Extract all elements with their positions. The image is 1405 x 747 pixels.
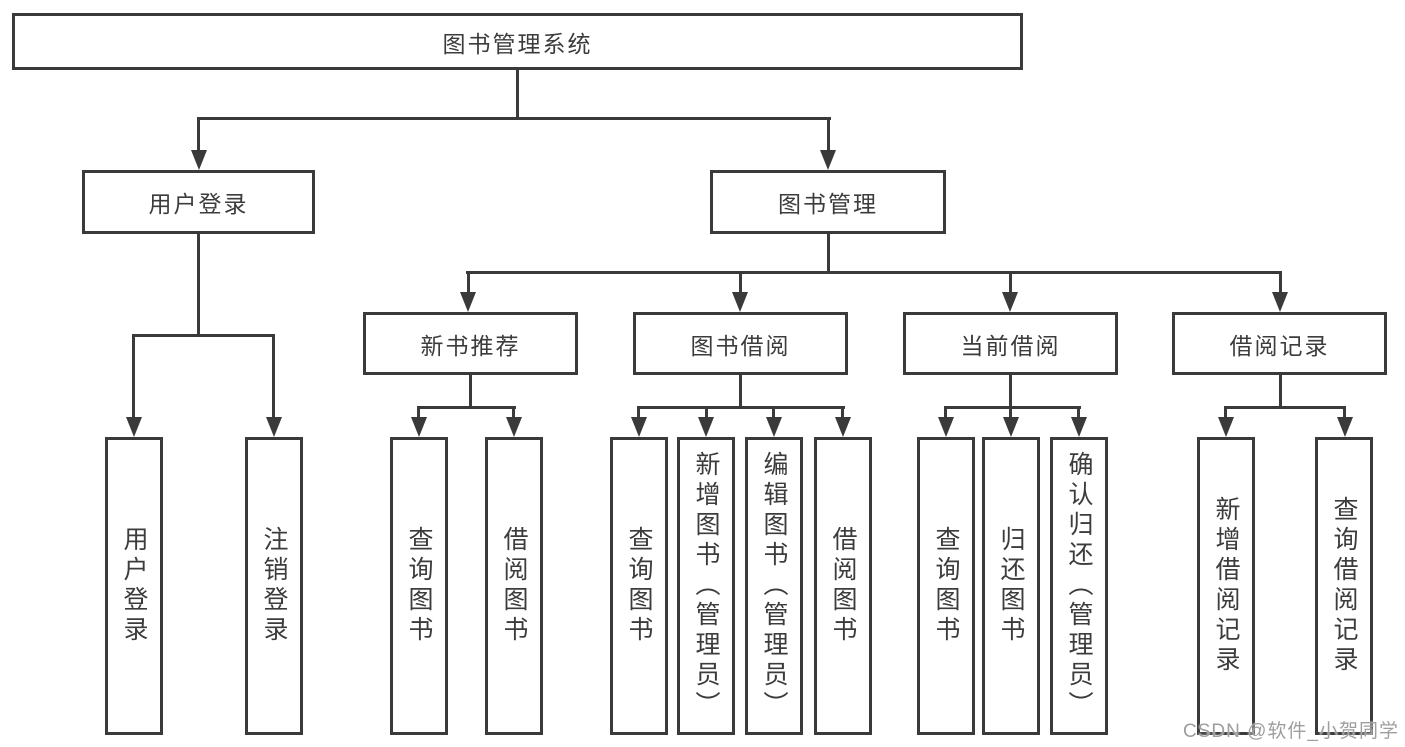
connector-current-borrowing-stem	[1009, 373, 1012, 408]
arrow-down-icon	[411, 417, 427, 437]
connector-drop	[1224, 406, 1227, 419]
connector-book-management-splitter	[466, 271, 1282, 274]
connector-current-borrowing-splitter	[944, 406, 1081, 409]
connector-new-book-stem	[469, 373, 472, 408]
connector-drop-borrowing-records	[1279, 271, 1282, 294]
connector-book-borrowing-splitter	[637, 406, 845, 409]
node-new-book-recommendation: 新书推荐	[363, 312, 578, 375]
leaf-query-borrow-record: 查询借阅记录	[1315, 437, 1373, 735]
arrow-down-icon	[1272, 292, 1288, 312]
node-current-borrowing: 当前借阅	[903, 312, 1118, 375]
connector-drop-current-borrowing	[1009, 271, 1012, 294]
connector-drop	[705, 406, 708, 419]
node-borrowing-records: 借阅记录	[1172, 312, 1387, 375]
connector-book-borrowing-stem	[739, 373, 742, 408]
arrow-down-icon	[1002, 292, 1018, 312]
csdn-watermark: CSDN @软件_小贺同学	[1183, 721, 1399, 742]
connector-new-book-splitter	[417, 406, 516, 409]
connector-drop-user-login	[197, 117, 200, 152]
connector-drop	[417, 406, 420, 419]
connector-book-management-stem	[827, 232, 830, 273]
arrow-down-icon	[766, 417, 782, 437]
connector-drop-new-book	[467, 271, 470, 294]
connector-borrowing-records-splitter	[1224, 406, 1346, 409]
connector-drop-leaf-logout	[272, 334, 275, 419]
leaf-add-books-admin: 新增图书（管理员）	[677, 437, 735, 735]
arrow-down-icon	[266, 417, 282, 437]
leaf-user-login: 用户登录	[105, 437, 163, 735]
connector-drop-book-borrowing	[739, 271, 742, 294]
leaf-add-borrow-record: 新增借阅记录	[1197, 437, 1255, 735]
connector-drop	[772, 406, 775, 419]
connector-drop-book-management	[827, 117, 830, 152]
arrow-down-icon	[460, 292, 476, 312]
arrow-down-icon	[835, 417, 851, 437]
arrow-down-icon	[938, 417, 954, 437]
leaf-confirm-return-admin: 确认归还（管理员）	[1050, 437, 1108, 735]
connector-user-login-splitter	[132, 334, 275, 337]
arrow-down-icon	[506, 417, 522, 437]
leaf-return-books: 归还图书	[982, 437, 1040, 735]
node-book-borrowing: 图书借阅	[633, 312, 848, 375]
connector-drop	[841, 406, 844, 419]
node-library-management-system: 图书管理系统	[12, 13, 1023, 70]
connector-drop	[1009, 406, 1012, 419]
connector-user-login-stem	[197, 232, 200, 335]
connector-drop	[637, 406, 640, 419]
connector-drop	[512, 406, 515, 419]
arrow-down-icon	[126, 417, 142, 437]
connector-drop	[1343, 406, 1346, 419]
connector-drop	[944, 406, 947, 419]
arrow-down-icon	[1337, 417, 1353, 437]
connector-root-splitter	[197, 117, 831, 120]
leaf-edit-books-admin: 编辑图书（管理员）	[745, 437, 803, 735]
arrow-down-icon	[698, 417, 714, 437]
leaf-borrow-books: 借阅图书	[814, 437, 872, 735]
leaf-query-books-recommend: 查询图书	[390, 437, 448, 735]
arrow-down-icon	[1071, 417, 1087, 437]
arrow-down-icon	[1003, 417, 1019, 437]
leaf-logout: 注销登录	[245, 437, 303, 735]
leaf-borrow-books-recommend: 借阅图书	[485, 437, 543, 735]
arrow-down-icon	[1218, 417, 1234, 437]
arrow-down-icon	[631, 417, 647, 437]
leaf-query-books-current: 查询图书	[917, 437, 975, 735]
leaf-query-books-borrowing: 查询图书	[610, 437, 668, 735]
arrow-down-icon	[732, 292, 748, 312]
connector-root-stem	[516, 68, 519, 118]
connector-drop	[1077, 406, 1080, 419]
node-user-login: 用户登录	[82, 170, 315, 234]
arrow-down-icon	[191, 150, 207, 170]
arrow-down-icon	[820, 150, 836, 170]
connector-drop-leaf-user-login	[132, 334, 135, 419]
connector-borrowing-records-stem	[1279, 373, 1282, 408]
node-book-management: 图书管理	[710, 170, 946, 234]
